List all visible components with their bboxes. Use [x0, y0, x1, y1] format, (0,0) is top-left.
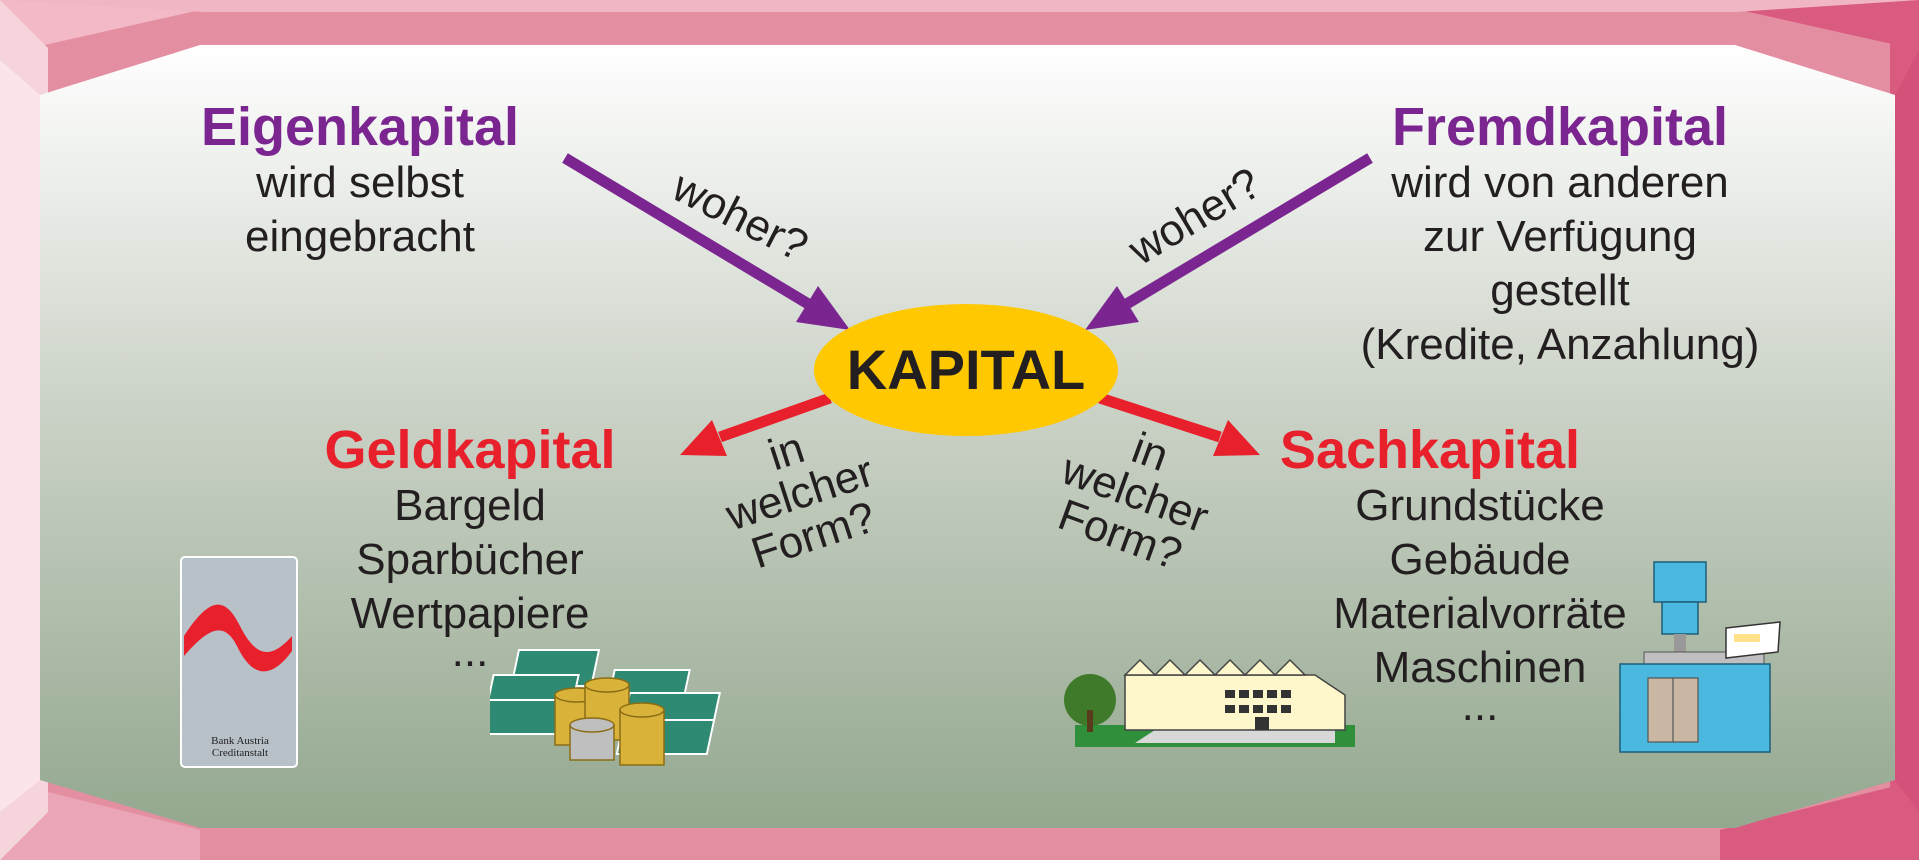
sachkapital-line-2: Gebäude	[1389, 535, 1571, 584]
bank-book-icon	[180, 556, 298, 768]
eigenkapital-block: Eigenkapital wird selbst eingebracht	[150, 98, 570, 264]
sachkapital-line-5: ...	[1461, 681, 1499, 730]
bank-card-line-1: Bank Austria	[211, 735, 269, 747]
fremdkapital-block: Fremdkapital wird von anderen zur Verfüg…	[1330, 98, 1790, 372]
eigenkapital-title: Eigenkapital	[200, 97, 520, 157]
geldkapital-line-3: Wertpapiere	[350, 589, 590, 638]
fremdkapital-line-4: (Kredite, Anzahlung)	[1360, 320, 1760, 369]
geldkapital-block: Geldkapital Bargeld Sparbücher Wertpapie…	[250, 420, 690, 676]
machine-tool-icon	[1619, 561, 1781, 753]
bank-card-line-2: Creditanstalt	[211, 747, 269, 759]
geldkapital-line-4: ...	[451, 627, 489, 676]
geldkapital-line-1: Bargeld	[394, 481, 546, 530]
sachkapital-line-3: Materialvorräte	[1333, 589, 1627, 638]
arrow-sachkapital	[1098, 392, 1260, 456]
money-stack-icon	[490, 649, 722, 766]
eigenkapital-line-1: wird selbst	[256, 158, 464, 207]
arrow-fremdkapital	[1085, 153, 1373, 330]
eigenkapital-line-2: eingebracht	[245, 212, 475, 261]
arrow-eigenkapital	[562, 153, 850, 330]
fremdkapital-line-3: gestellt	[1490, 266, 1630, 315]
arrow-geldkapital	[680, 392, 832, 456]
bank-card-label: Bank Austria Creditanstalt	[192, 735, 288, 759]
geldkapital-line-2: Sparbücher	[356, 535, 584, 584]
kapital-label: KAPITAL	[846, 338, 1086, 401]
fremdkapital-line-1: wird von anderen	[1391, 158, 1729, 207]
sachkapital-line-1: Grundstücke	[1355, 481, 1605, 530]
kapital-ellipse	[814, 304, 1118, 436]
geldkapital-title: Geldkapital	[324, 420, 616, 480]
fremdkapital-title: Fremdkapital	[1391, 97, 1729, 157]
sachkapital-line-4: Maschinen	[1373, 643, 1587, 692]
fremdkapital-line-2: zur Verfügung	[1423, 212, 1697, 261]
sachkapital-block: Sachkapital Grundstücke Gebäude Material…	[1280, 421, 1670, 730]
sachkapital-title: Sachkapital	[1279, 420, 1581, 480]
factory-building-icon	[1064, 658, 1355, 747]
